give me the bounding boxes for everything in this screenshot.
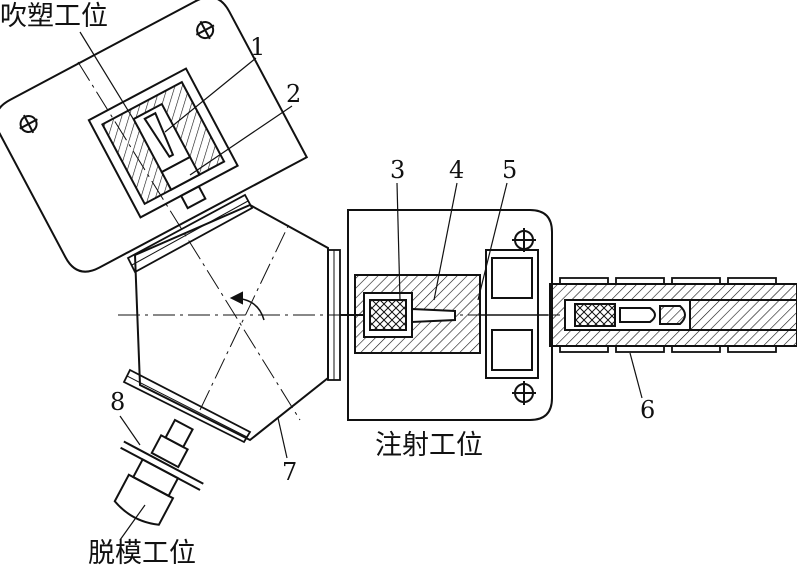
demolding-station: [113, 418, 204, 526]
part-number-8: 8: [110, 388, 126, 416]
injection-station: [340, 209, 553, 421]
part-number-3: 3: [390, 156, 406, 184]
part-number-4: 4: [449, 156, 465, 184]
rotary-turret: [122, 193, 341, 444]
part-number-1: 1: [250, 33, 266, 61]
part-number-2: 2: [286, 80, 302, 108]
part-number-6: 6: [640, 396, 656, 424]
demolding-station-label: 脱模工位: [88, 538, 196, 569]
injection-barrel: [549, 277, 797, 353]
part-number-5: 5: [502, 156, 518, 184]
leader-lines: [79, 31, 643, 541]
blow-molding-station-label: 吹塑工位: [0, 1, 108, 32]
part-number-7: 7: [282, 458, 298, 486]
blow-molding-station: [0, 0, 309, 273]
injection-station-label: 注射工位: [375, 430, 483, 461]
